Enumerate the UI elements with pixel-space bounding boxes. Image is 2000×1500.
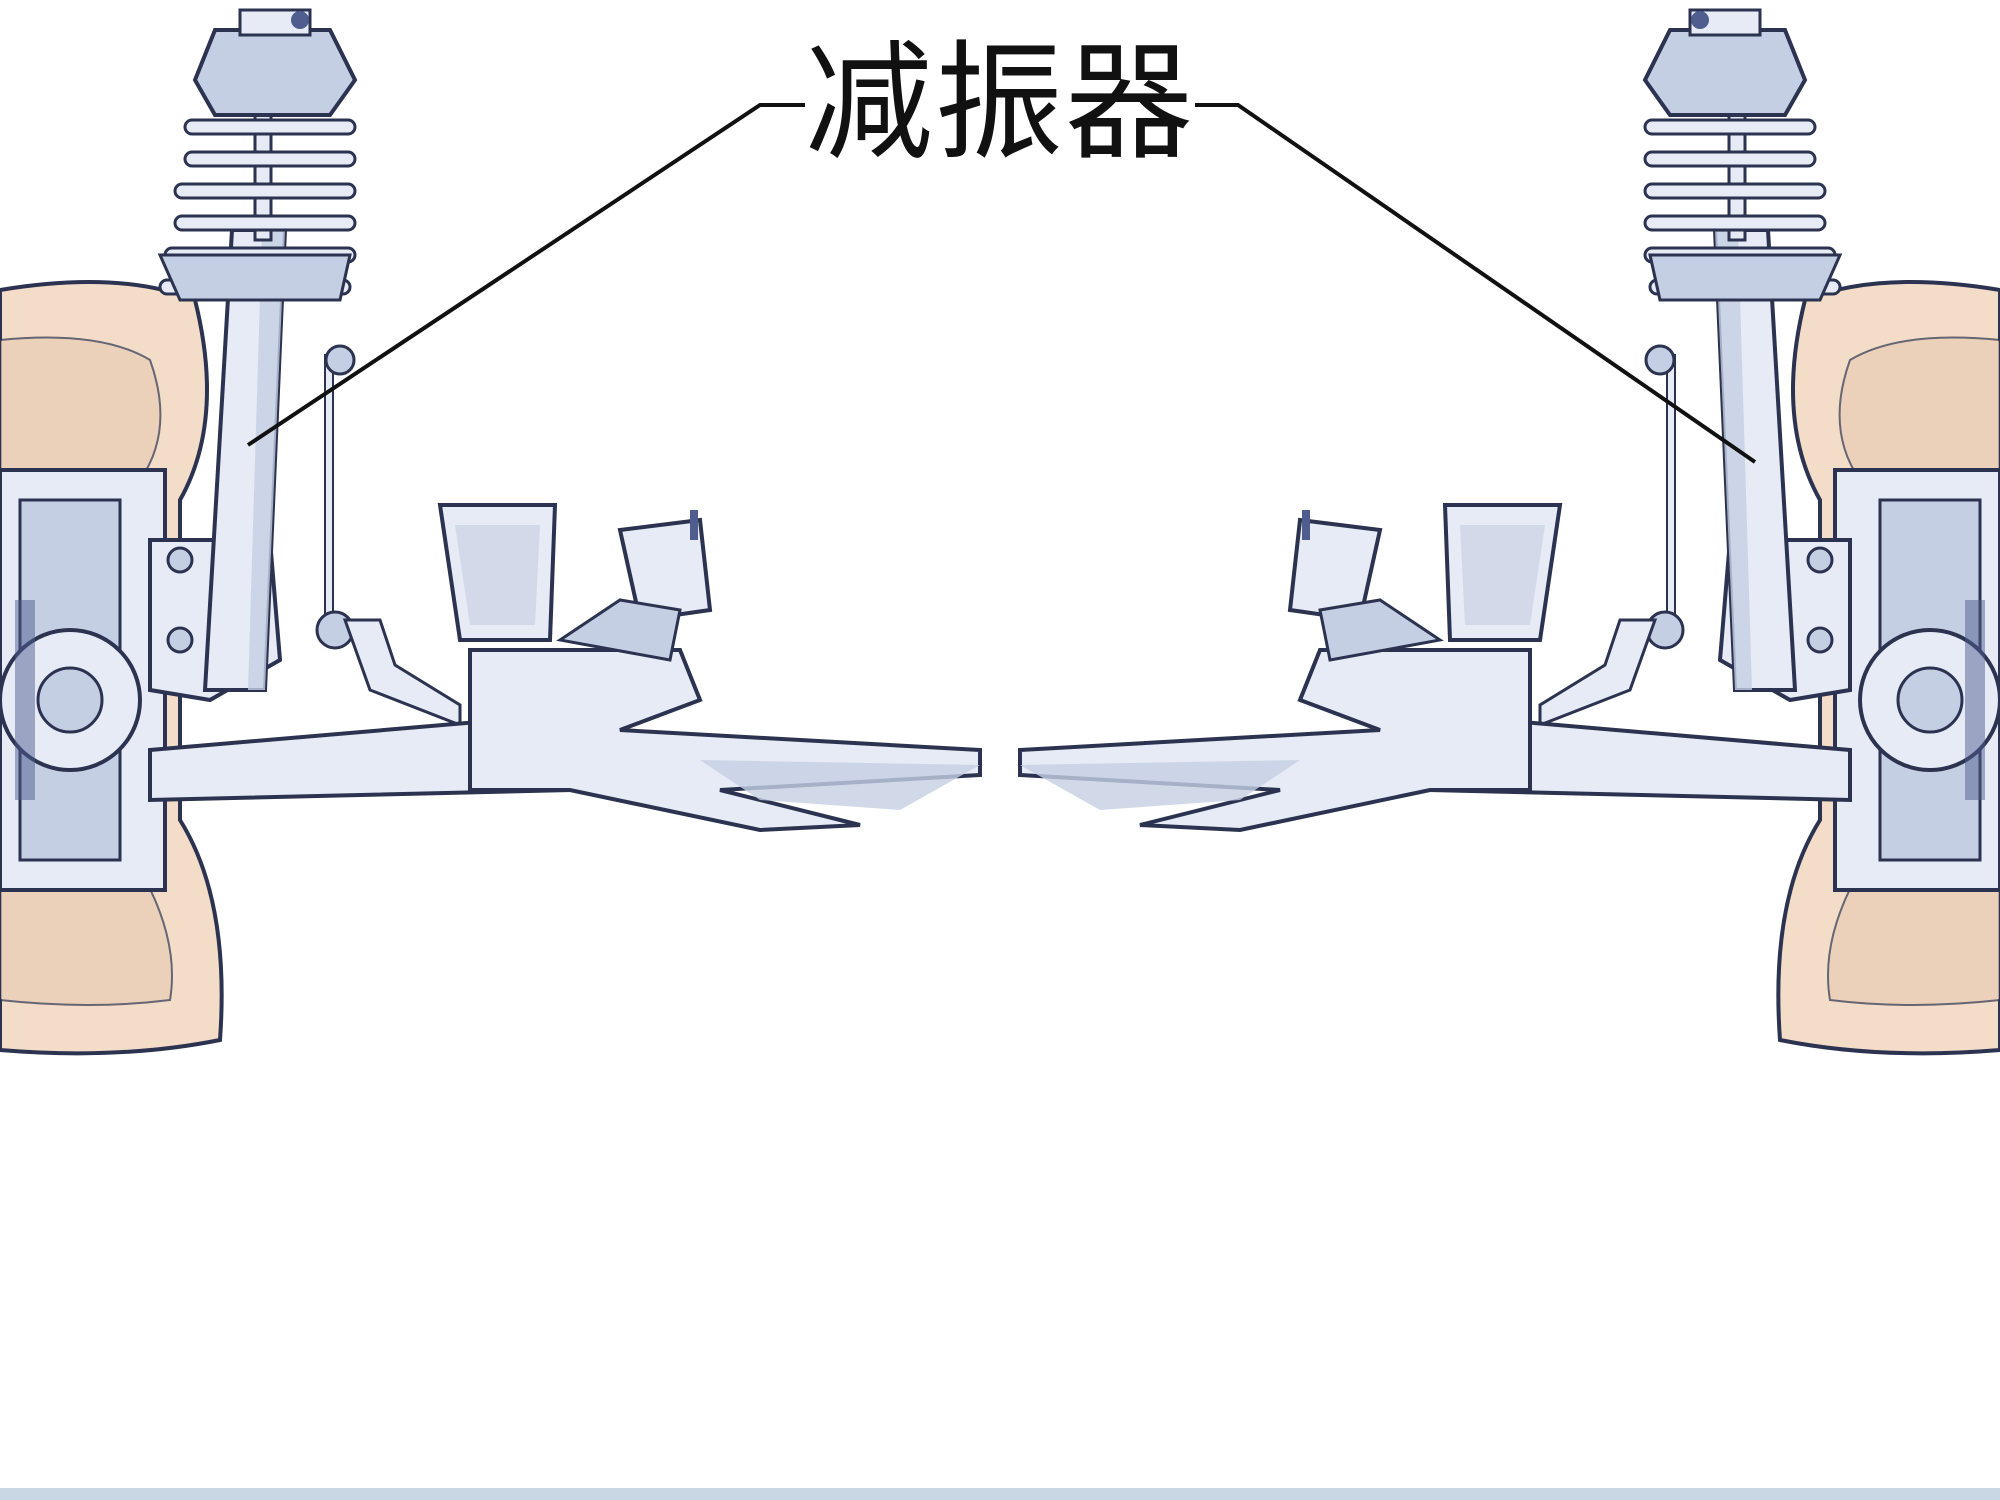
bottom-border (0, 1488, 2000, 1500)
callout-label: 减振器 (804, 29, 1195, 178)
leader-line-right (1195, 103, 1757, 464)
callout-leader-lines (246, 103, 1757, 464)
leader-line-left (246, 103, 805, 447)
